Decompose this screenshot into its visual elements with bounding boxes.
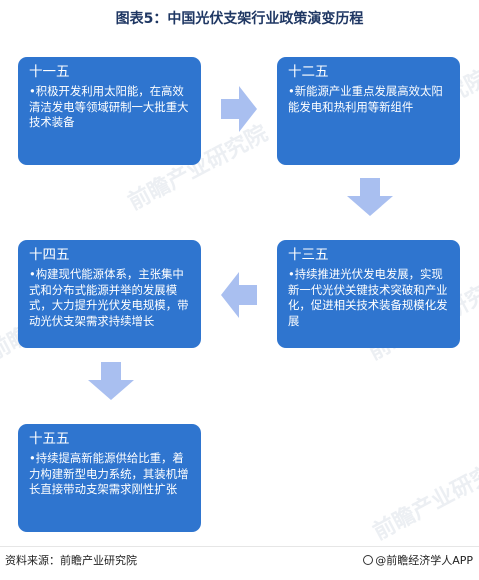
stage-text: •积极开发利用太阳能，在高效清洁发电等领域研制一大批重大技术装备 — [29, 84, 189, 129]
stage-period: 十五五 — [29, 431, 70, 447]
brand-logo-icon — [363, 555, 374, 565]
stage-period: 十二五 — [288, 64, 329, 80]
stage-box-11th: 十一五 •积极开发利用太阳能，在高效清洁发电等领域研制一大批重大技术装备 — [18, 57, 201, 165]
stage-text: •持续提高新能源供给比重，着力构建新型电力系统，其装机增长直接带动支架需求刚性扩… — [29, 451, 189, 496]
brand-text: @前瞻经济学人APP — [375, 554, 473, 567]
stage-box-12th: 十二五 •新能源产业重点发展高效太阳能发电和热利用等新组件 — [277, 57, 460, 165]
stage-period: 十四五 — [29, 247, 70, 263]
arrow-left-icon — [221, 272, 257, 318]
footer-divider — [0, 546, 479, 547]
stage-text: •构建现代能源体系，主张集中式和分布式能源并举的发展模式，大力提升光伏发电规模，… — [29, 267, 189, 328]
page-title: 图表5：中国光伏支架行业政策演变历程 — [115, 11, 364, 27]
watermark: 前瞻产业研究院 — [369, 451, 479, 546]
stage-text: •新能源产业重点发展高效太阳能发电和热利用等新组件 — [288, 84, 443, 114]
brand-label: @前瞻经济学人APP — [363, 552, 473, 568]
arrow-down-icon — [88, 362, 134, 400]
stage-box-13th: 十三五 •持续推进光伏发电发展，实现新一代光伏关键技术突破和产业化，促进相关技术… — [277, 240, 460, 348]
stage-text: •持续推进光伏发电发展，实现新一代光伏关键技术突破和产业化，促进相关技术装备规模… — [288, 267, 448, 328]
stage-period: 十一五 — [29, 64, 70, 80]
stage-box-15th: 十五五 •持续提高新能源供给比重，着力构建新型电力系统，其装机增长直接带动支架需… — [18, 424, 201, 532]
arrow-right-icon — [221, 86, 257, 132]
footer: 资料来源：前瞻产业研究院 @前瞻经济学人APP — [0, 548, 479, 568]
source-text: 资料来源：前瞻产业研究院 — [5, 554, 137, 567]
stage-box-14th: 十四五 •构建现代能源体系，主张集中式和分布式能源并举的发展模式，大力提升光伏发… — [18, 240, 201, 348]
arrow-down-icon — [347, 178, 393, 216]
stage-period: 十三五 — [288, 247, 329, 263]
